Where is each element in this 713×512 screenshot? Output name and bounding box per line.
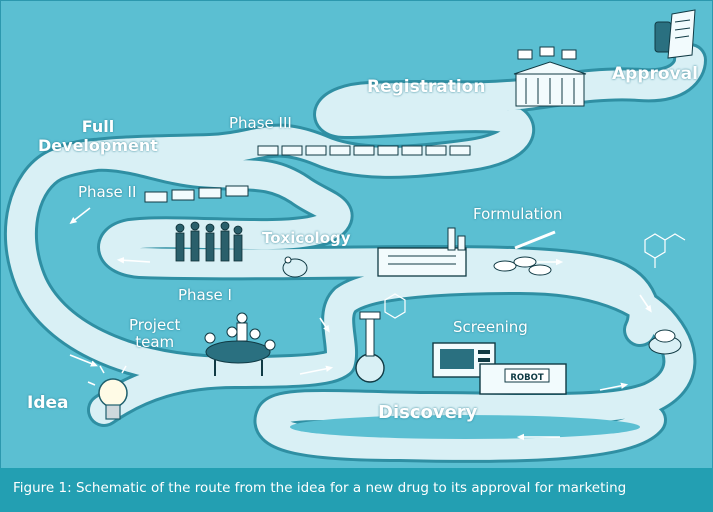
route-road	[3, 43, 707, 463]
factory-icon	[377, 227, 467, 277]
caption-bar: Figure 1: Schematic of the route from th…	[0, 468, 713, 512]
robot-label: ROBOT	[510, 373, 543, 383]
figure-caption: Figure 1: Schematic of the route from th…	[13, 480, 627, 496]
registration-building-icon	[513, 46, 587, 107]
toxicology-animal-icon	[282, 256, 308, 278]
robot-machine-icon: ROBOT	[479, 363, 567, 395]
phase-iii-beds-icon	[257, 145, 471, 156]
label-phase-i: Phase I	[178, 286, 232, 304]
label-phase-iii: Phase III	[229, 114, 292, 132]
label-discovery: Discovery	[378, 402, 478, 423]
label-toxicology: Toxicology	[262, 229, 351, 247]
label-project-team: Project team	[129, 316, 181, 352]
molecule-icon	[644, 233, 686, 268]
label-full-development: Full Development	[38, 117, 158, 156]
label-phase-ii: Phase II	[78, 183, 137, 201]
label-registration: Registration	[367, 77, 486, 97]
screening-computer-icon	[432, 342, 496, 378]
label-formulation: Formulation	[473, 205, 563, 223]
route-diagram: ROBOT	[3, 9, 707, 463]
people-group-icon	[175, 221, 243, 262]
label-idea: Idea	[27, 393, 69, 413]
approval-document-icon	[654, 9, 696, 59]
project-team-table-icon	[204, 312, 276, 376]
mouse-icon	[648, 329, 682, 355]
lab-flask-icon	[355, 293, 406, 383]
pills-syringe-icon	[493, 230, 556, 276]
light-bulb-icon	[87, 365, 128, 420]
label-approval: Approval	[612, 64, 698, 84]
label-screening: Screening	[453, 318, 528, 336]
phase-ii-beds-icon	[144, 185, 249, 203]
